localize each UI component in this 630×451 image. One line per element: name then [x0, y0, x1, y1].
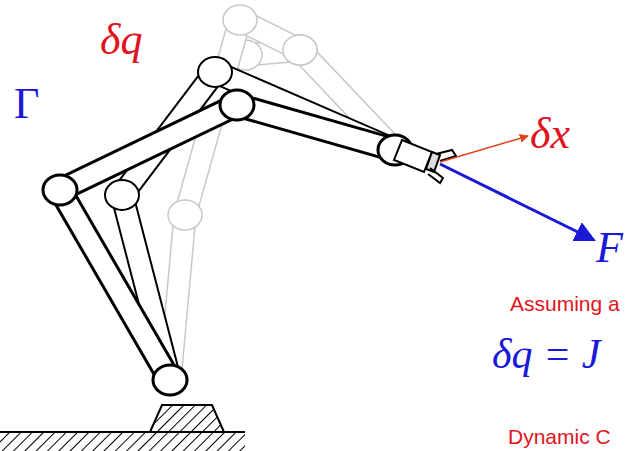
equation: δq = J [492, 333, 601, 375]
displacement-arrow [440, 136, 528, 162]
joint [105, 180, 139, 210]
joint [43, 175, 77, 205]
note-text: Dynamic C [508, 426, 611, 447]
arm-link [50, 184, 179, 385]
joint [283, 35, 317, 65]
arm-link [211, 62, 400, 160]
torque-label: Γ [14, 82, 39, 126]
joint [283, 35, 317, 65]
joint [153, 365, 187, 395]
gripper [394, 140, 456, 183]
arm-link [55, 95, 242, 200]
joint [223, 5, 257, 35]
cartesian-displacement-label: δx [530, 112, 570, 156]
arm-pose [43, 90, 412, 395]
joint [153, 365, 187, 395]
force-arrow [440, 164, 594, 240]
joint-displacement-label: δq [100, 18, 142, 62]
ground [0, 405, 245, 451]
arm-link [234, 94, 398, 160]
arm-pose [228, 35, 412, 165]
force-label: F [596, 226, 623, 270]
joint [220, 90, 254, 120]
note-text: Assuming a [510, 293, 620, 314]
arm-pose [153, 5, 317, 395]
joint [153, 365, 187, 395]
joint [168, 200, 202, 230]
joint [198, 57, 232, 87]
